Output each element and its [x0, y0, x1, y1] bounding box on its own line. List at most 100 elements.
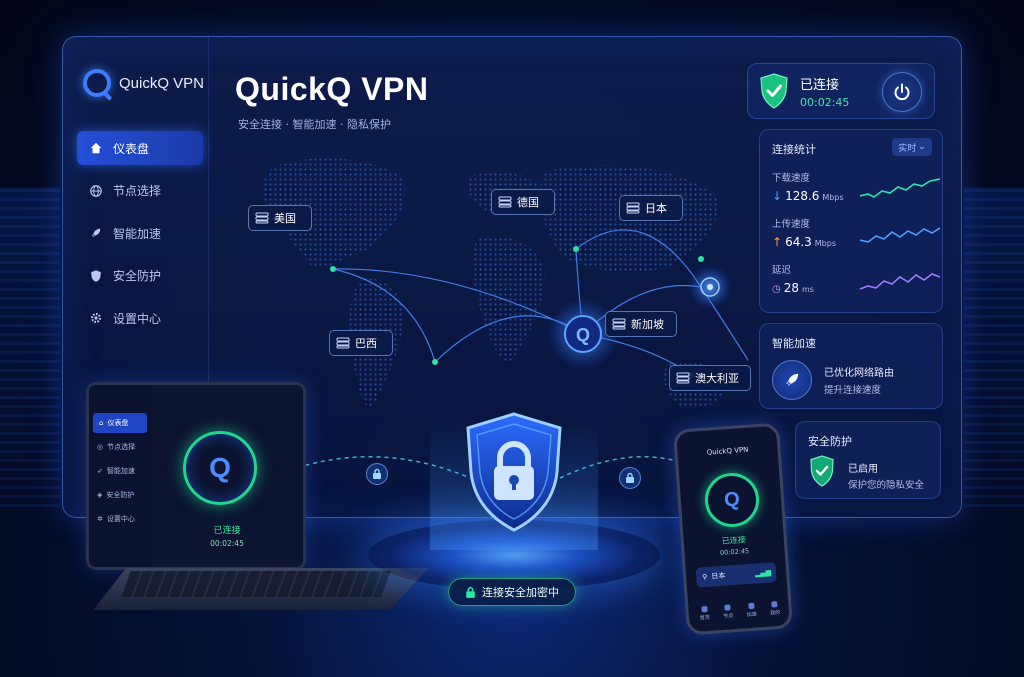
- connection-timer: 00:02:45: [800, 96, 850, 109]
- upload-sparkline: [860, 227, 940, 243]
- server-icon: [255, 212, 269, 224]
- phone-logo: Q: [723, 487, 741, 512]
- rocket-icon: [747, 602, 755, 610]
- node-name: 日本: [645, 202, 667, 215]
- laptop-nav-security[interactable]: ◈ 安全防护: [89, 485, 151, 505]
- download-stat: 下载速度 ↓ 128.6 Mbps: [772, 170, 940, 214]
- sidebar-item-acceleration[interactable]: 智能加速: [77, 216, 203, 250]
- page-subtitle: 安全连接 · 智能加速 · 隐私保护: [238, 118, 391, 131]
- power-button[interactable]: [882, 72, 922, 112]
- laptop-nav-label: 设置中心: [106, 515, 135, 523]
- laptop-keyboard: [121, 571, 391, 597]
- sidebar-item-dashboard[interactable]: 仪表盘: [77, 131, 203, 165]
- download-label: 下载速度: [772, 173, 811, 184]
- node-label-germany[interactable]: 德国: [491, 189, 555, 215]
- signal-icon: ▂▄▆: [754, 568, 772, 578]
- quickq-logo-icon: [83, 69, 111, 97]
- laptop-nav-dashboard[interactable]: ⌂ 仪表盘: [93, 413, 147, 433]
- server-icon: [612, 318, 626, 330]
- connection-stats-card: 连接统计 实时 ⌄ 下载速度 ↓ 128.6 Mbps 上传速度 ↑ 64.3 …: [759, 129, 943, 313]
- rocket-glyph: [785, 373, 799, 387]
- sidebar-item-label: 设置中心: [113, 311, 162, 326]
- city-skyline-right: [964, 187, 1024, 507]
- upload-value-row: ↑ 64.3 Mbps: [772, 235, 937, 249]
- node-label-australia[interactable]: 澳大利亚: [669, 365, 751, 391]
- laptop-nav-label: 节点选择: [107, 443, 136, 451]
- phone-tab-accel[interactable]: 加速: [746, 602, 757, 618]
- security-status: 已启用: [848, 464, 878, 475]
- phone-tab-label: 节点: [723, 613, 734, 620]
- sidebar-item-security[interactable]: 安全防护: [77, 259, 203, 293]
- phone-device: QuickQ VPN Q 已连接 00:02:45 ⚲ 日本 ▂▄▆ 首页 节点…: [672, 422, 794, 636]
- phone-tab-label: 首页: [699, 614, 711, 622]
- shield-icon: [91, 269, 101, 282]
- download-value: 128.6: [785, 189, 820, 203]
- download-unit: Mbps: [822, 193, 844, 202]
- arrow-down-icon: ↓: [772, 189, 783, 203]
- upload-unit: Mbps: [814, 239, 837, 248]
- server-icon: [498, 196, 512, 208]
- sidebar-nav: 仪表盘 节点选择 智能加速 安全防护 设置中心: [77, 131, 203, 344]
- phone-tab-home[interactable]: 首页: [699, 605, 711, 622]
- laptop-nav-settings[interactable]: ✲ 设置中心: [89, 509, 151, 529]
- phone-tab-label: 我的: [770, 609, 781, 617]
- connection-status-card: 已连接 00:02:45: [747, 63, 935, 119]
- globe-icon: [724, 604, 731, 611]
- node-name: 德国: [517, 196, 539, 209]
- security-protection-card: 安全防护 已启用 保护您的隐私安全: [795, 421, 941, 499]
- network-hub: Q: [547, 298, 619, 370]
- rocket-icon: [772, 360, 812, 400]
- status-text: 已连接: [800, 78, 840, 93]
- security-description: 保护您的隐私安全: [848, 480, 925, 491]
- download-value-row: ↓ 128.6 Mbps: [772, 189, 937, 203]
- sidebar-item-settings[interactable]: 设置中心: [77, 301, 203, 335]
- node-label-usa[interactable]: 美国: [248, 205, 312, 231]
- sidebar-item-label: 节点选择: [113, 184, 162, 198]
- sidebar-item-label: 安全防护: [113, 269, 162, 283]
- upload-value: 64.3: [785, 235, 812, 249]
- accel-status: 已优化网络路由: [824, 368, 894, 379]
- node-label-singapore[interactable]: 新加坡: [605, 311, 677, 337]
- secure-label: 连接安全加密中: [482, 586, 559, 599]
- server-icon: [336, 337, 350, 349]
- power-icon: [894, 83, 910, 101]
- phone-location-selector[interactable]: ⚲ 日本 ▂▄▆: [695, 562, 777, 588]
- node-name: 新加坡: [631, 318, 664, 331]
- node-label-brazil[interactable]: 巴西: [329, 330, 393, 356]
- lock-icon: [466, 586, 475, 598]
- upload-stat: 上传速度 ↑ 64.3 Mbps: [772, 216, 940, 260]
- laptop-nav-label: 安全防护: [106, 491, 135, 499]
- phone-tab-bar: 首页 节点 加速 我的: [692, 600, 787, 622]
- gear-icon: [91, 313, 101, 323]
- user-icon: [771, 601, 778, 608]
- laptop-sidebar: ⌂ 仪表盘 ◎ 节点选择 ➶ 智能加速 ◈ 安全防护 ✲ 设置中心: [89, 385, 151, 567]
- globe-icon: ◎: [97, 443, 104, 451]
- sidebar-item-nodes[interactable]: 节点选择: [77, 174, 203, 208]
- brand-name: QuickQ VPN: [119, 74, 205, 92]
- phone-tab-profile[interactable]: 我的: [769, 601, 780, 617]
- download-sparkline: [860, 178, 940, 198]
- realtime-dropdown[interactable]: 实时 ⌄: [892, 138, 932, 156]
- node-label-japan[interactable]: 日本: [619, 195, 683, 221]
- home-icon: [90, 142, 102, 154]
- laptop-logo: Q: [209, 452, 231, 483]
- japan-hub: [688, 265, 732, 309]
- laptop-nav-nodes[interactable]: ◎ 节点选择: [89, 437, 151, 457]
- server-icon: [676, 372, 690, 384]
- accel-description: 提升连接速度: [824, 385, 882, 396]
- phone-tab-nodes[interactable]: 节点: [723, 604, 734, 620]
- laptop-nav-acceleration[interactable]: ➶ 智能加速: [89, 461, 151, 481]
- secure-encryption-badge: 连接安全加密中: [448, 578, 576, 606]
- brand: QuickQ VPN: [83, 69, 204, 97]
- latency-label: 延迟: [772, 265, 792, 276]
- latency-sparkline: [860, 273, 940, 290]
- sidebar: QuickQ VPN 仪表盘 节点选择 智能加速 安全防护 设置中心: [63, 37, 209, 517]
- node-name: 美国: [274, 212, 296, 225]
- search-icon: ⚲: [702, 572, 708, 582]
- sidebar-item-label: 仪表盘: [113, 141, 150, 156]
- server-icon: [626, 202, 640, 214]
- laptop-connect-ring[interactable]: Q: [183, 431, 257, 505]
- phone-connect-ring[interactable]: Q: [703, 471, 761, 529]
- node-name: 巴西: [355, 337, 377, 350]
- gear-icon: ✲: [97, 515, 103, 523]
